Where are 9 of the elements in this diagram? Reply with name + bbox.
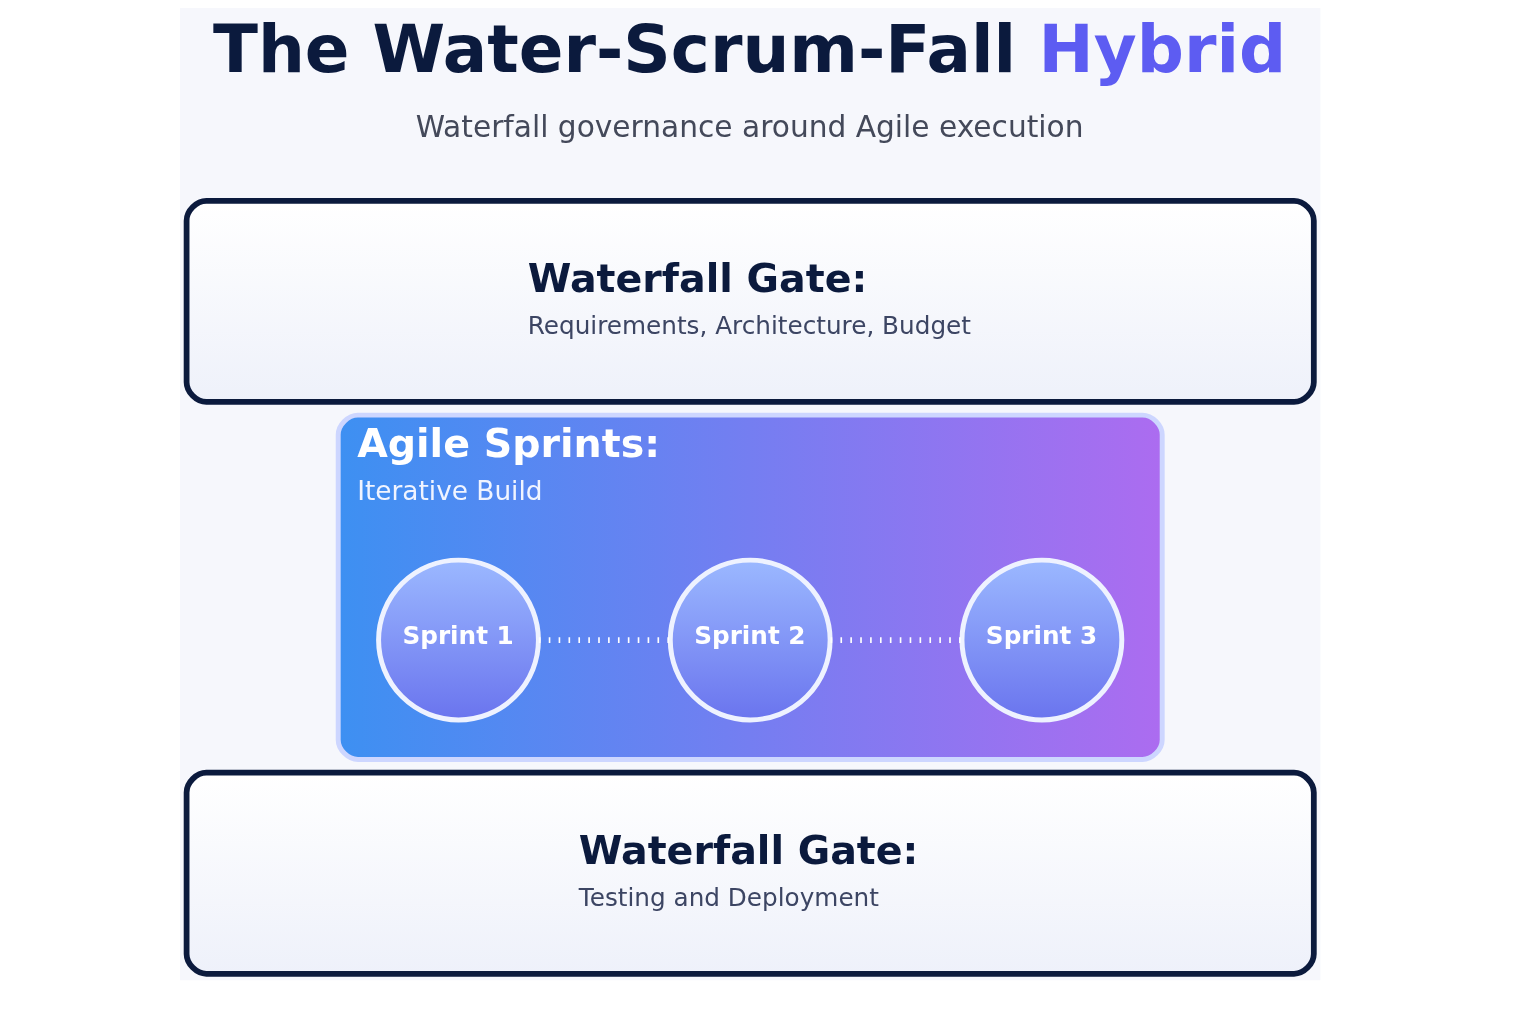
node-circle: Sprint 2 xyxy=(667,557,833,723)
connector xyxy=(538,637,671,643)
node-circle: Sprint 1 xyxy=(376,557,541,723)
label: Waterfall governance around Agile execution xyxy=(415,109,1084,145)
connector xyxy=(830,637,962,643)
diagram-title: The Water-Scrum-Fall Hybrid xyxy=(212,11,1287,89)
node-box: Waterfall Gate: Requirements, Architecture, Budget xyxy=(183,197,1317,405)
node-box: Waterfall Gate: Testing and Deployment xyxy=(183,769,1317,977)
node-circle: Sprint 3 xyxy=(959,557,1125,723)
